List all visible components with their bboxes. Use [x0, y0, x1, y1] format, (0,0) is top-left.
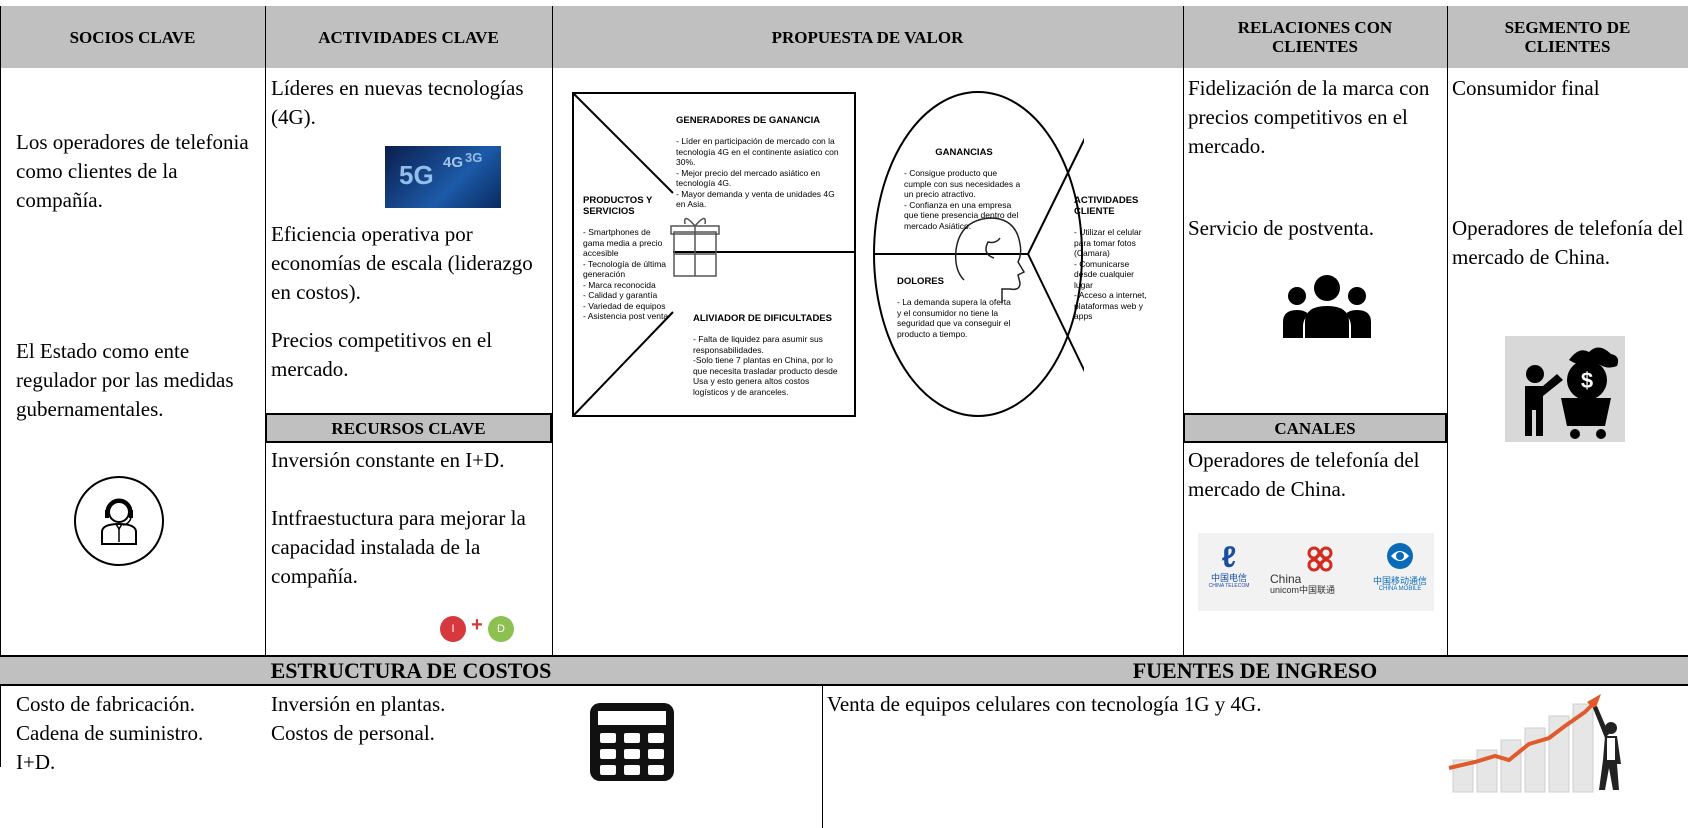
- recursos-item-inversion: Inversión constante en I+D.: [271, 448, 505, 472]
- shopping-customer-icon: $: [1505, 336, 1625, 442]
- grid-line: [822, 656, 823, 828]
- china-telecom-sub: CHINA TELECOM: [1208, 583, 1250, 589]
- unicom-knot-icon: [1307, 546, 1333, 572]
- canales-item-operadores: Operadores de telefonía del mercado de C…: [1188, 448, 1420, 501]
- actividades-cliente: ACTIVIDADES CLIENTE - Utilizar el celula…: [1074, 184, 1150, 322]
- grid-line: [265, 6, 266, 656]
- dolores-title: DOLORES: [897, 275, 944, 287]
- value-map-square: [572, 92, 856, 417]
- 5g-badge: 5G: [399, 160, 434, 190]
- header-actividades-clave: ACTIVIDADES CLAVE: [265, 6, 552, 68]
- actividades-cliente-text: - Utilizar el celular para tomar fotos (…: [1074, 227, 1147, 321]
- ganancias: GANANCIAS - Consigue producto que cumple…: [904, 136, 1024, 242]
- 4g-badge: 4G: [443, 154, 464, 171]
- head-profile-icon: [954, 217, 1026, 303]
- recursos-item-infraestructura: Intfraestuctura para mejorar la capacida…: [271, 506, 526, 588]
- aliviador-de-dificultades: ALIVIADOR DE DIFICULTADES - Falta de liq…: [693, 302, 843, 397]
- grid-line: [0, 766, 1, 767]
- growth-chart-businessman-image: [1445, 690, 1653, 798]
- group-users-icon: [1283, 272, 1371, 338]
- header-socios-clave: SOCIOS CLAVE: [0, 6, 265, 68]
- header-estructura-costos: ESTRUCTURA DE COSTOS: [0, 655, 822, 686]
- grid-line: [0, 6, 1, 766]
- 3g-badge: 3G: [465, 150, 483, 165]
- i-circle: I: [440, 616, 466, 642]
- costos-column-2: Inversión en plantas. Costos de personal…: [271, 692, 446, 745]
- header-relaciones-clientes: RELACIONES CON CLIENTES: [1183, 6, 1447, 68]
- productos-text: - Smartphones de gama media a precio acc…: [583, 227, 669, 321]
- svg-text:$: $: [1581, 368, 1593, 393]
- productos-y-servicios: PRODUCTOS Y SERVICIOS - Smartphones de g…: [583, 184, 669, 322]
- socios-item-estado: El Estado como ente regulador por las me…: [16, 339, 234, 421]
- dolores: DOLORES - La demanda supera la oferta y …: [897, 265, 1017, 339]
- relaciones-item-postventa: Servicio de postventa.: [1188, 216, 1375, 240]
- d-circle: D: [488, 616, 514, 642]
- ganancias-text: - Consigue producto que cumple con sus n…: [904, 168, 1021, 231]
- header-propuesta-valor: PROPUESTA DE VALOR: [552, 6, 1183, 68]
- calculator-icon: [588, 701, 676, 783]
- header-segmento-clientes: SEGMENTO DE CLIENTES: [1447, 6, 1688, 68]
- header-canales: CANALES: [1183, 413, 1447, 443]
- generadores-title: GENERADORES DE GANANCIA: [676, 114, 821, 126]
- ganancias-title: GANANCIAS: [935, 146, 993, 158]
- actividades-item-tecnologias: Líderes en nuevas tecnologías (4G).: [271, 76, 524, 129]
- actividades-item-precios: Precios competitivos en el mercado.: [271, 328, 493, 381]
- relaciones-item-fidelizacion: Fidelización de la marca con precios com…: [1188, 76, 1430, 158]
- aliviador-text: - Falta de liquidez para asumir sus resp…: [693, 334, 838, 397]
- gift-icon: [670, 217, 720, 277]
- 5g-network-image: 5G 4G 3G: [385, 146, 501, 208]
- china-unicom-sub: unicom中国联通: [1270, 585, 1336, 595]
- segmento-item-consumidor: Consumidor final: [1452, 76, 1600, 100]
- dolores-text: - La demanda supera la oferta y el consu…: [897, 297, 1011, 339]
- aliviador-title: ALIVIADOR DE DIFICULTADES: [693, 312, 832, 324]
- china-mobile-symbol-icon: [1387, 543, 1413, 569]
- customer-service-agent-icon: [72, 474, 166, 568]
- china-mobile-name: 中国移动通信: [1372, 576, 1427, 586]
- plus-sign: +: [471, 614, 483, 636]
- grid-line: [1447, 6, 1448, 656]
- generadores-text: - Líder en participación de mercado con …: [676, 136, 839, 209]
- generadores-de-ganancia: GENERADORES DE GANANCIA - Líder en parti…: [676, 104, 846, 210]
- customer-profile-circle: [872, 90, 1087, 418]
- china-telecom-logo: ℓ 中国电信 CHINA TELECOM: [1198, 541, 1260, 590]
- i-plus-d-logo: I + D: [440, 614, 534, 644]
- china-unicom-name: China: [1270, 572, 1302, 586]
- productos-title: PRODUCTOS Y SERVICIOS: [583, 194, 653, 217]
- segmento-item-operadores: Operadores de telefonía del mercado de C…: [1452, 216, 1684, 269]
- china-mobile-logo: 中国移动通信 CHINA MOBILE: [1366, 541, 1434, 593]
- ingresos-item-venta: Venta de equipos celulares con tecnologí…: [827, 692, 1262, 716]
- header-recursos-clave: RECURSOS CLAVE: [265, 413, 552, 443]
- china-telecom-symbol-icon: ℓ: [1221, 541, 1237, 574]
- china-operators-logos: ℓ 中国电信 CHINA TELECOM China unicom中国联通 中国…: [1198, 533, 1434, 611]
- china-telecom-name: 中国电信: [1210, 573, 1247, 583]
- actividades-cliente-title: ACTIVIDADES CLIENTE: [1074, 194, 1139, 217]
- china-mobile-sub: CHINA MOBILE: [1378, 586, 1422, 592]
- costos-column-1: Costo de fabricación. Cadena de suminist…: [16, 692, 204, 774]
- socios-item-operadores: Los operadores de telefonia como cliente…: [16, 130, 249, 212]
- grid-line: [1183, 6, 1184, 656]
- header-fuentes-ingreso: FUENTES DE INGRESO: [822, 655, 1688, 686]
- actividades-item-eficiencia: Eficiencia operativa por economías de es…: [271, 222, 533, 304]
- grid-line: [552, 6, 553, 656]
